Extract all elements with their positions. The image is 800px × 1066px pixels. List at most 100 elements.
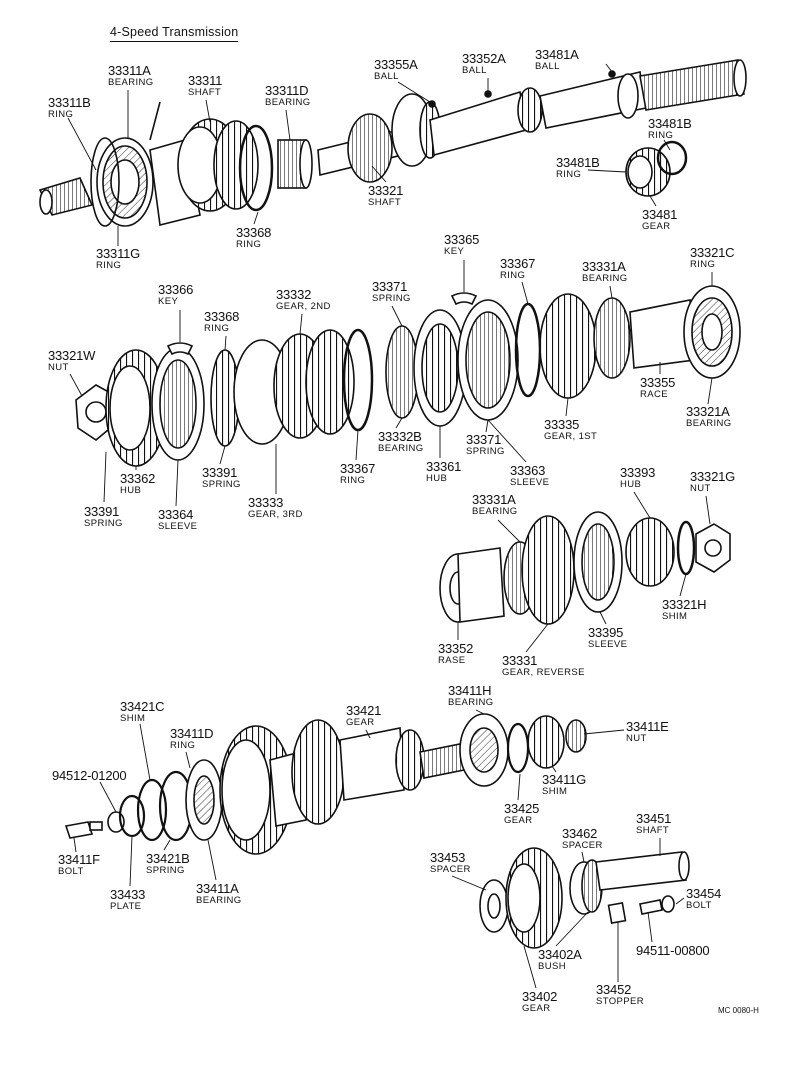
mainshaft-gear-cluster — [75, 285, 741, 467]
part-number: 33321A — [686, 404, 730, 419]
part-description: RASE — [438, 655, 466, 666]
part-number: 33393 — [620, 465, 656, 480]
part-number: 33481 — [642, 207, 678, 222]
part-description: STOPPER — [596, 996, 645, 1007]
part-description: SPRING — [146, 865, 185, 876]
part-description: GEAR, REVERSE — [502, 667, 585, 678]
input-shaft-assembly — [38, 101, 313, 227]
part-number: 33411E — [626, 719, 669, 734]
part-description: SHIM — [662, 611, 688, 622]
part-description: GEAR, 3RD — [248, 509, 303, 520]
part-description: HUB — [120, 485, 142, 496]
part-description: BEARING — [448, 697, 494, 708]
part-number: 33453 — [430, 850, 466, 865]
part-description: GEAR, 2ND — [276, 301, 331, 312]
part-number: 33352 — [438, 641, 474, 656]
part-description: GEAR — [346, 717, 375, 728]
part-description: RING — [648, 130, 674, 141]
part-number: 33364 — [158, 507, 194, 522]
part-description: BEARING — [472, 506, 518, 517]
part-description: BOLT — [686, 900, 712, 911]
part-number: 33481A — [535, 47, 579, 62]
part-number: 33361 — [426, 459, 462, 474]
part-description: RING — [690, 259, 716, 270]
part-description: BALL — [374, 71, 399, 82]
part-description: SPACER — [430, 864, 471, 875]
part-number: 33411G — [542, 772, 587, 787]
part-number: 33395 — [588, 625, 624, 640]
part-number: 33411A — [196, 881, 239, 896]
part-number: 33311A — [108, 63, 151, 78]
part-number: 33454 — [686, 886, 722, 901]
part-description: SPRING — [372, 293, 411, 304]
part-number: 33331A — [582, 259, 626, 274]
part-description: BEARING — [196, 895, 242, 906]
part-description: PLATE — [110, 901, 142, 912]
part-description: RING — [96, 260, 122, 271]
part-number: 33411H — [448, 683, 492, 698]
part-description: BEARING — [108, 77, 154, 88]
part-number: 33352A — [462, 51, 506, 66]
part-number: 33333 — [248, 495, 284, 510]
part-number: 33425 — [504, 801, 540, 816]
part-description: RING — [204, 323, 230, 334]
part-number: 33366 — [158, 282, 194, 297]
part-description: SHAFT — [368, 197, 402, 208]
part-number: 33365 — [444, 232, 480, 247]
part-number: 33421 — [346, 703, 382, 718]
part-description: RING — [170, 740, 196, 751]
part-number: 33391 — [84, 504, 120, 519]
part-description: NUT — [48, 362, 69, 373]
part-number: 33402A — [538, 947, 582, 962]
drawing-code: MC 0080-H — [718, 1006, 759, 1015]
part-number: 33433 — [110, 887, 146, 902]
part-number: 33371 — [372, 279, 408, 294]
part-description: GEAR — [642, 221, 671, 232]
part-number: 33367 — [500, 256, 536, 271]
part-number: 94512-01200 — [52, 768, 127, 783]
part-number: 33411D — [170, 726, 214, 741]
part-description: HUB — [426, 473, 448, 484]
counter-gear-assembly — [64, 713, 587, 855]
part-description: SPACER — [562, 840, 603, 851]
part-number: 33355 — [640, 375, 676, 390]
reverse-idler-assembly — [479, 847, 690, 949]
part-number: 33363 — [510, 463, 546, 478]
diagram-title: 4-Speed Transmission — [110, 25, 239, 42]
part-number: 33321H — [662, 597, 707, 612]
part-number: 33367 — [340, 461, 376, 476]
part-description: NUT — [690, 483, 711, 494]
part-number: 33402 — [522, 989, 558, 1004]
part-description: SLEEVE — [158, 521, 198, 532]
part-description: SHAFT — [188, 87, 222, 98]
